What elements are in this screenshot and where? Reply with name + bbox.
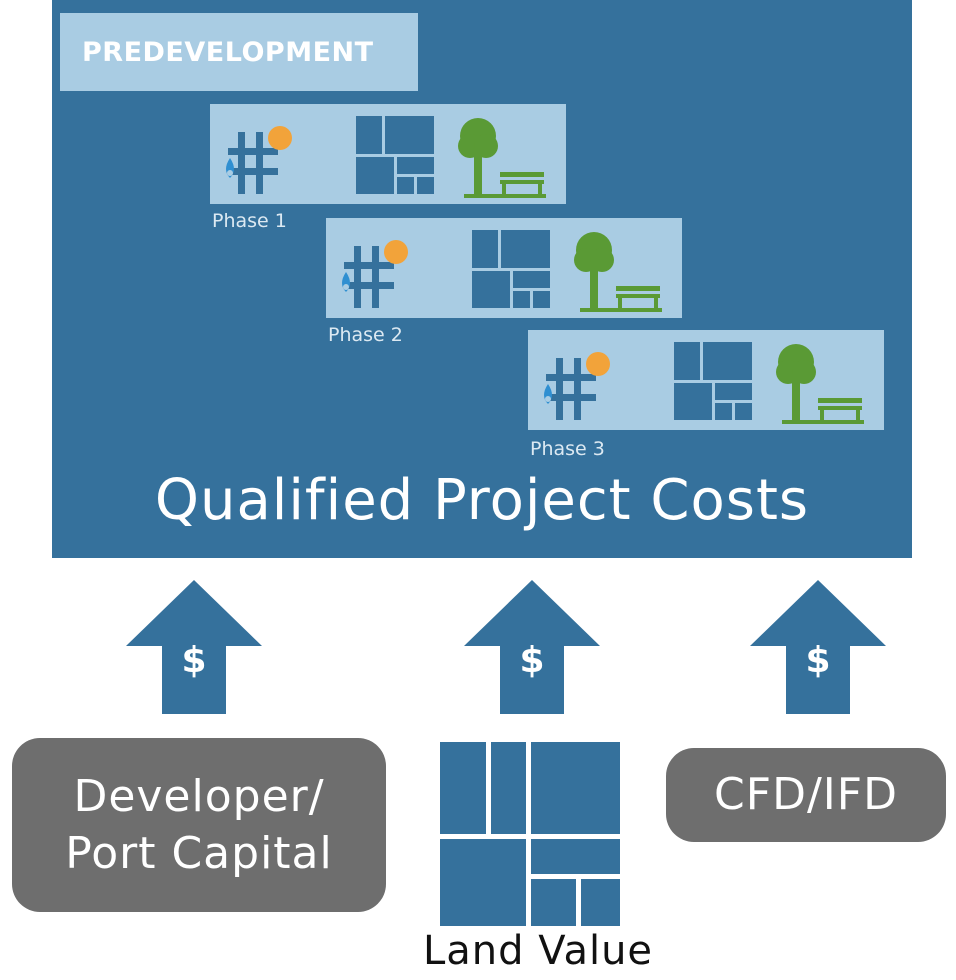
parcels-icon — [356, 116, 434, 194]
phase-2-label: Phase 2 — [328, 324, 403, 346]
page-title: Qualified Project Costs — [154, 468, 810, 533]
developer-port-capital-box: Developer/ Port Capital — [12, 738, 386, 912]
dollar-sign-left: $ — [181, 640, 206, 681]
park-icon — [458, 118, 546, 198]
qualified-project-costs-panel: PREDEVELOPMENT — [52, 0, 912, 558]
infrastructure-icon — [544, 352, 610, 420]
land-value-label: Land Value — [422, 928, 654, 974]
phase-2-card — [326, 218, 682, 318]
predevelopment-label: PREDEVELOPMENT — [60, 13, 418, 91]
funding-arrow-right: $ — [750, 580, 886, 714]
cfd-ifd-box: CFD/IFD — [666, 748, 946, 842]
phase-3-label: Phase 3 — [530, 438, 605, 460]
funding-arrow-left: $ — [126, 580, 262, 714]
phase-1-label: Phase 1 — [212, 210, 287, 232]
funding-arrow-center: $ — [464, 580, 600, 714]
port-capital-label: Port Capital — [65, 828, 333, 879]
dollar-sign-right: $ — [805, 640, 830, 681]
land-value-parcels-icon — [440, 742, 620, 926]
infrastructure-icon — [342, 240, 408, 308]
infrastructure-icon — [226, 126, 292, 194]
developer-label: Developer/ — [73, 770, 325, 822]
phase-3-card — [528, 330, 884, 430]
parcels-icon — [472, 230, 550, 308]
phase-3-icons — [544, 342, 864, 424]
phase-2-icons — [342, 230, 662, 312]
park-icon — [776, 344, 864, 424]
phase-1-icons — [226, 116, 546, 198]
parcels-icon — [674, 342, 752, 420]
cfd-ifd-label: CFD/IFD — [714, 769, 898, 821]
park-icon — [574, 232, 662, 312]
dollar-sign-center: $ — [519, 640, 544, 681]
phase-1-card — [210, 104, 566, 204]
